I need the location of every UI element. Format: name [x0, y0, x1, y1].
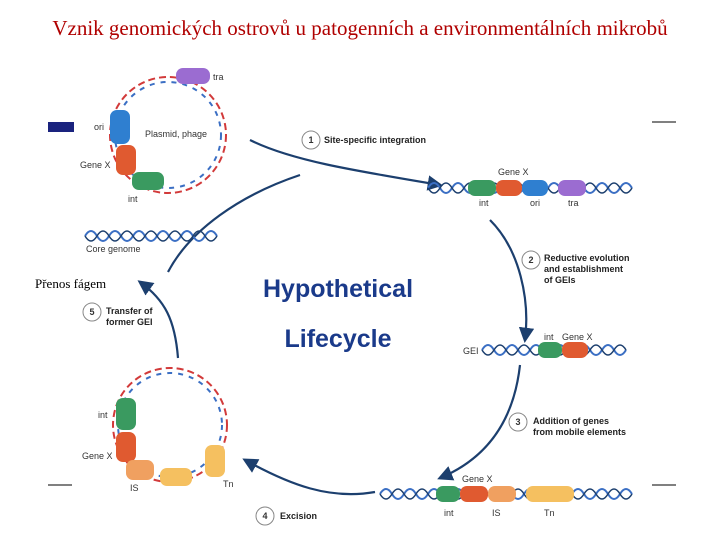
core-genome-helix: Core genome — [84, 230, 218, 254]
is-label: IS — [130, 483, 139, 493]
step-2: 2 Reductive evolution and establishment … — [521, 250, 630, 285]
step-number: 5 — [89, 307, 94, 317]
ori-label: ori — [94, 122, 104, 132]
tra-label: tra — [213, 72, 224, 82]
gene-x-label: Gene X — [462, 474, 493, 484]
int-label: int — [444, 508, 454, 518]
int-label: int — [98, 410, 108, 420]
step-badge — [508, 412, 528, 432]
caption-phage-transfer: Přenos fágem — [35, 276, 106, 291]
slide-bar-decoration — [48, 122, 74, 132]
step-label: former GEI — [106, 317, 153, 327]
step-label: Excision — [280, 511, 317, 521]
arrow-step-2 — [489, 219, 535, 344]
gene-x-label: Gene X — [80, 160, 111, 170]
tra-gene-block — [176, 68, 210, 84]
step-number: 4 — [262, 511, 267, 521]
is-label: IS — [492, 508, 501, 518]
step-1: 1 Site-specific integration — [301, 130, 426, 150]
arrow-step-3 — [437, 364, 522, 481]
step-5: 5 Transfer of former GEI — [82, 302, 154, 327]
gene-x-label: Gene X — [498, 167, 529, 177]
step-label: from mobile elements — [533, 427, 626, 437]
step-label: Transfer of — [106, 306, 154, 316]
ori-label: ori — [530, 198, 540, 208]
integrated-helix: Gene X int ori tra — [427, 167, 633, 208]
center-title-line1: Hypothetical — [263, 275, 413, 303]
arrow-step-5 — [137, 280, 180, 359]
expanded-gei-helix: Gene X int IS Tn — [379, 474, 633, 518]
step-label: of GEIs — [544, 275, 576, 285]
tn-label: Tn — [544, 508, 555, 518]
ori-gene-block — [110, 110, 130, 144]
int-label: int — [128, 194, 138, 204]
step-label: and establishment — [544, 264, 623, 274]
int-gene-block — [132, 172, 164, 190]
center-title-line2: Lifecycle — [284, 325, 391, 353]
step-4: 4 Excision — [255, 506, 317, 526]
plasmid-phage-label: Plasmid, phage — [145, 129, 207, 139]
tn-label: Tn — [223, 479, 234, 489]
slide-title: Vznik genomických ostrovů u patogenních … — [52, 16, 668, 40]
core-genome-label: Core genome — [86, 244, 141, 254]
step-badge — [301, 130, 321, 150]
int-label: int — [479, 198, 489, 208]
step-label: Reductive evolution — [544, 253, 630, 263]
int-label: int — [544, 332, 554, 342]
gene-x-block — [116, 145, 136, 175]
tra-label: tra — [568, 198, 579, 208]
gei-label: GEI — [463, 346, 479, 356]
gei-helix: int Gene X GEI — [463, 332, 627, 358]
arrow-connector — [167, 173, 301, 273]
gene-x-label: Gene X — [82, 451, 113, 461]
gene-x-label: Gene X — [562, 332, 593, 342]
plasmid-ring-top: tra ori Plasmid, phage Gene X int — [80, 68, 227, 204]
step-number: 1 — [308, 135, 313, 145]
plasmid-ring-bottom: int Gene X IS Tn — [82, 367, 234, 493]
step-badge — [82, 302, 102, 322]
step-badge — [255, 506, 275, 526]
step-badge — [521, 250, 541, 270]
step-label: Site-specific integration — [324, 135, 426, 145]
arrow-step-1 — [249, 139, 444, 191]
step-number: 3 — [515, 417, 520, 427]
step-number: 2 — [528, 255, 533, 265]
arrow-step-4 — [242, 458, 376, 496]
step-label: Addition of genes — [533, 416, 609, 426]
step-3: 3 Addition of genes from mobile elements — [508, 412, 626, 437]
